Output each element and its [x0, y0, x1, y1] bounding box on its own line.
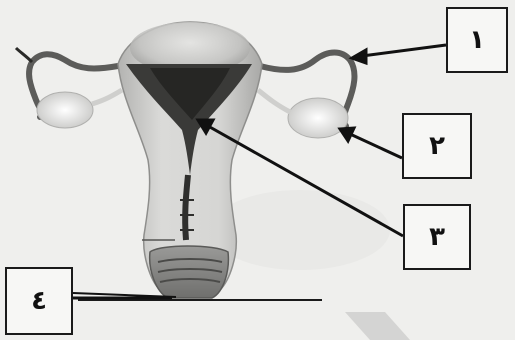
corner-shadow	[345, 312, 410, 340]
label-text-4: ٤	[31, 286, 47, 316]
left-ovary	[37, 92, 93, 128]
right-ovarian-ligament	[258, 90, 290, 112]
label-box-2: ٢	[402, 113, 472, 179]
label-text-3: ٣	[429, 222, 445, 252]
left-ovarian-ligament	[92, 90, 122, 104]
leader-line-4b	[73, 293, 176, 297]
arrowhead-1	[352, 50, 366, 63]
background-smudge	[210, 190, 390, 270]
left-fimbriae	[16, 48, 32, 62]
label-box-4: ٤	[5, 267, 73, 335]
label-text-1: ١	[469, 25, 485, 55]
leader-line-2	[350, 134, 402, 158]
label-box-1: ١	[446, 7, 508, 73]
label-box-3: ٣	[403, 204, 471, 270]
right-ovary	[288, 98, 348, 138]
leader-line-1	[362, 45, 446, 56]
arrowhead-2	[340, 128, 354, 141]
label-text-2: ٢	[429, 131, 445, 161]
